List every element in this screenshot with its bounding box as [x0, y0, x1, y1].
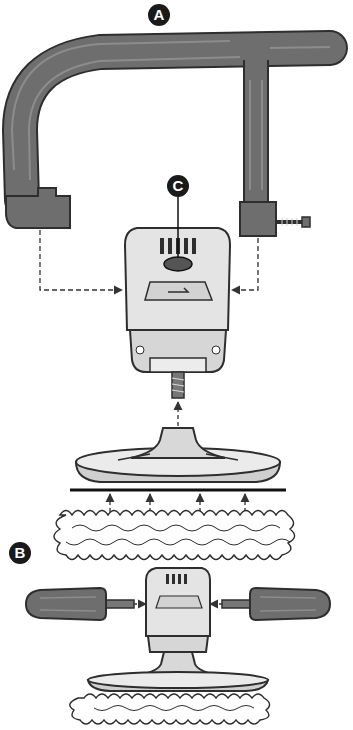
callout-badge: [148, 4, 170, 26]
callout-letter: A: [148, 4, 170, 26]
guide-line: [40, 230, 122, 290]
callout-badge: [167, 175, 189, 197]
wool-bonnet: [70, 694, 270, 724]
callout-badge: [9, 542, 31, 564]
wool-bonnet: [54, 511, 295, 560]
guide-line: [210, 603, 222, 604]
side-handle: [26, 588, 134, 620]
guide-line: [232, 238, 258, 290]
d-handle: [6, 41, 330, 236]
callout-letter: C: [167, 175, 189, 197]
leader-line: [177, 196, 179, 258]
guide-line: [177, 402, 178, 426]
backing-pad: [70, 428, 286, 490]
callout-letter: B: [9, 542, 31, 564]
guide-line: [134, 603, 146, 604]
side-handle: [222, 588, 330, 620]
machine-body: [88, 568, 268, 691]
guide-arrows: [110, 494, 245, 512]
